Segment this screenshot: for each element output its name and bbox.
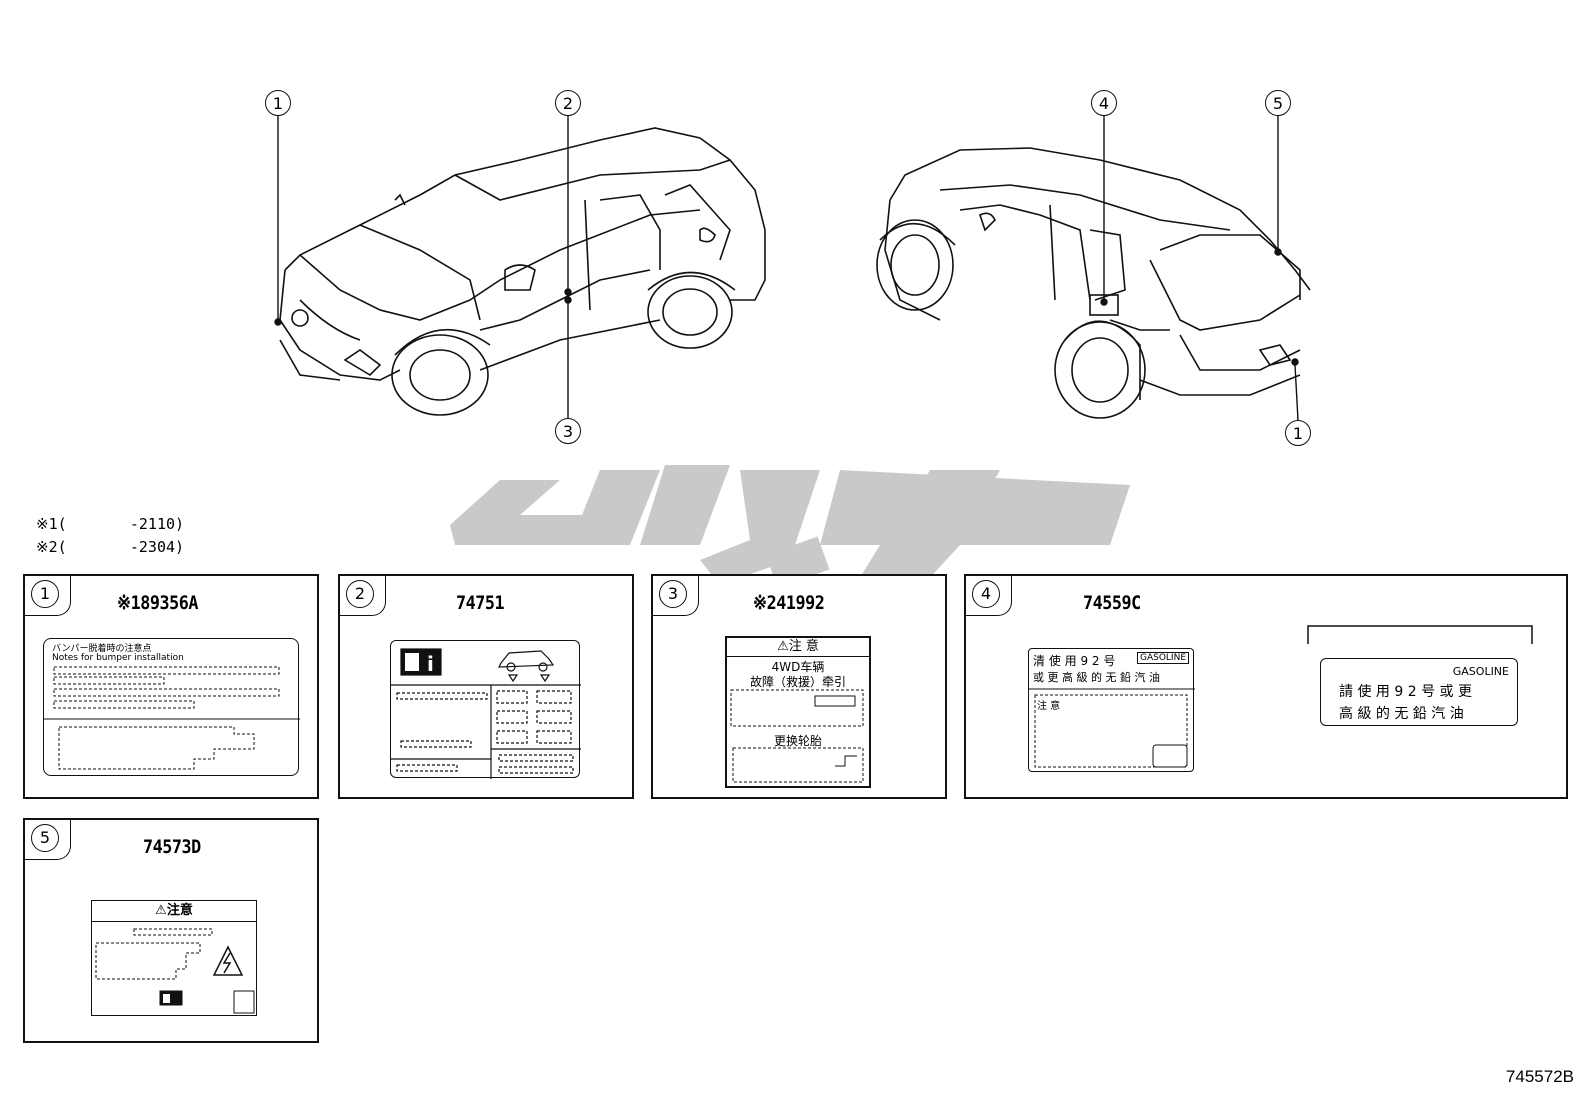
front-vehicle-leaders <box>274 115 572 418</box>
panel-3[interactable]: 3 ※241992 ⚠注 意 4WD车辆 故障（救援）牵引 更换轮胎 <box>651 574 947 799</box>
label-line-1: バンパー脱着時の注意点 <box>52 644 152 654</box>
panel-number-tab: 4 <box>966 576 1012 616</box>
gasoline-tag: GASOLINE <box>1136 652 1189 664</box>
zoom-line-1: 請 使 用 9 2 号 或 更 <box>1339 684 1472 700</box>
note-1-text: ( -2110) <box>57 515 185 533</box>
svg-text:i: i <box>427 652 434 676</box>
callout-front-1[interactable]: 1 <box>265 90 291 116</box>
note-2: ※2( -2304) <box>36 538 184 556</box>
fuel-label: 清 使 用 9 2 号 GASOLINE 或 更 高 級 的 无 鉛 汽 油 注… <box>1028 648 1195 772</box>
note-1-marker: ※1 <box>36 515 58 533</box>
label-line-2: 或 更 高 級 的 无 鉛 汽 油 <box>1033 671 1160 684</box>
panel-number-tab: 1 <box>25 576 71 616</box>
car-icon <box>498 650 555 683</box>
warning-header: ⚠注 意 <box>727 638 869 657</box>
panel-number: 5 <box>31 824 59 852</box>
part-number[interactable]: 74573D <box>143 836 201 858</box>
panel-1[interactable]: 1 ※189356A バンパー脱着時の注意点 Notes for bumper … <box>23 574 319 799</box>
label-line-3: 更换轮胎 <box>773 734 822 748</box>
label-line-1: 清 使 用 9 2 号 <box>1033 654 1116 668</box>
book-info-icon: i <box>400 648 442 676</box>
electric-hazard-icon <box>212 945 244 976</box>
warning-label: ⚠注 意 4WD车辆 故障（救援）牵引 更换轮胎 <box>725 636 871 788</box>
rear-vehicle-leaders <box>1100 115 1299 421</box>
note-2-text: ( -2304) <box>57 538 185 556</box>
fuel-label-placeholders <box>1029 688 1195 768</box>
high-voltage-graphics <box>95 928 255 1014</box>
info-label-graphics: i <box>391 648 581 779</box>
note-2-marker: ※2 <box>36 538 58 556</box>
panel-2[interactable]: 2 74751 i <box>338 574 634 799</box>
panel-number-tab: 5 <box>25 820 71 860</box>
bumper-label: バンパー脱着時の注意点 Notes for bumper installatio… <box>43 638 300 776</box>
high-voltage-label: ⚠注意 <box>91 900 257 1016</box>
panel-number: 3 <box>659 580 687 608</box>
zoom-bracket <box>1307 625 1533 644</box>
label-placeholder-lines <box>44 666 300 770</box>
front-vehicle-drawing <box>279 127 766 416</box>
zoom-gasoline: GASOLINE <box>1452 665 1509 678</box>
rear-vehicle-drawing <box>876 147 1311 419</box>
part-number[interactable]: ※189356A <box>117 592 198 614</box>
part-number[interactable]: 74751 <box>456 592 505 614</box>
panel-number: 2 <box>346 580 374 608</box>
callout-front-2[interactable]: 2 <box>555 90 581 116</box>
book-info-icon <box>159 990 183 1006</box>
callout-rear-1[interactable]: 1 <box>1285 420 1311 446</box>
label-line-2: Notes for bumper installation <box>52 653 184 663</box>
warning-label-placeholders <box>730 689 864 783</box>
panel-5[interactable]: 5 74573D ⚠注意 <box>23 818 319 1043</box>
panel-number-tab: 3 <box>653 576 699 616</box>
figure-code: 745572B <box>1505 1067 1574 1086</box>
label-line-3: 注 意 <box>1037 701 1061 712</box>
panel-number: 1 <box>31 580 59 608</box>
label-line-1: 4WD车辆 <box>771 660 825 674</box>
note-1: ※1( -2110) <box>36 515 184 533</box>
part-number[interactable]: 74559C <box>1083 592 1141 614</box>
panel-4[interactable]: 4 74559C 清 使 用 9 2 号 GASOLINE 或 更 高 級 的 … <box>964 574 1568 799</box>
label-line-2: 故障（救援）牵引 <box>749 675 846 689</box>
part-number[interactable]: ※241992 <box>753 592 825 614</box>
info-label: i <box>390 640 581 779</box>
fuel-label-enlarged: GASOLINE 請 使 用 9 2 号 或 更 高 級 的 无 鉛 汽 油 <box>1320 658 1518 726</box>
zoom-line-2: 高 級 的 无 鉛 汽 油 <box>1339 706 1464 722</box>
panel-number-tab: 2 <box>340 576 386 616</box>
callout-rear-5[interactable]: 5 <box>1265 90 1291 116</box>
warning-header: ⚠注意 <box>92 901 256 922</box>
panel-number: 4 <box>972 580 1000 608</box>
callout-rear-4[interactable]: 4 <box>1091 90 1117 116</box>
callout-front-3[interactable]: 3 <box>555 418 581 444</box>
